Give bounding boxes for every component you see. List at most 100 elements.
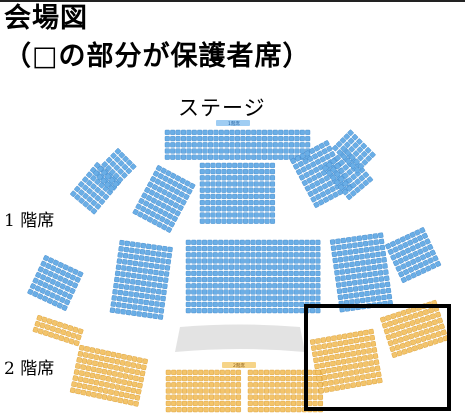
seat: [192, 388, 198, 394]
seat: [404, 341, 411, 348]
seat: [90, 183, 97, 190]
seat: [283, 135, 289, 142]
seat: [153, 192, 160, 199]
seat: [155, 200, 162, 207]
seat: [364, 290, 370, 297]
seat: [431, 319, 438, 326]
seat: [253, 187, 259, 193]
seat: [242, 218, 248, 224]
seat: [261, 239, 267, 246]
seat: [223, 258, 229, 264]
seat: [362, 278, 369, 285]
seat: [234, 308, 240, 314]
seat: [212, 308, 218, 314]
seat: [363, 361, 369, 367]
seat: [425, 334, 432, 341]
seat: [117, 252, 123, 258]
seat: [409, 231, 416, 238]
seat: [199, 187, 205, 193]
seat: [247, 376, 253, 382]
seat: [318, 199, 325, 206]
seat: [224, 148, 230, 154]
seat: [196, 245, 202, 252]
seat: [338, 175, 345, 183]
seat: [354, 178, 361, 185]
seat: [90, 207, 98, 215]
seat: [344, 141, 351, 149]
seat: [399, 342, 406, 349]
seat: [32, 277, 39, 284]
seat: [326, 161, 333, 169]
seat: [358, 175, 365, 182]
seat: [157, 314, 164, 320]
seat: [214, 369, 220, 376]
seat: [215, 187, 221, 193]
seat: [375, 251, 381, 258]
seat: [191, 135, 197, 142]
seat: [69, 387, 76, 394]
seat: [352, 286, 359, 292]
seat: [156, 186, 163, 193]
seat: [46, 297, 53, 305]
seat: [160, 167, 167, 174]
seat: [283, 283, 289, 289]
seat: [341, 281, 347, 288]
seat: [379, 282, 386, 288]
floor2-band: [222, 362, 256, 368]
seat: [218, 308, 224, 314]
seat: [261, 295, 267, 301]
seat: [78, 197, 85, 204]
seat: [377, 270, 384, 276]
seat: [293, 277, 299, 283]
seat: [320, 337, 327, 343]
seat: [126, 355, 133, 361]
seat: [439, 323, 445, 330]
seat: [218, 258, 224, 264]
seat: [324, 361, 331, 368]
seat: [318, 394, 324, 400]
seat: [134, 285, 141, 292]
seat: [315, 239, 321, 246]
seat: [92, 385, 98, 392]
seat: [198, 400, 204, 407]
seat: [256, 289, 262, 295]
seat: [340, 237, 347, 244]
seat: [232, 187, 238, 193]
seat: [210, 218, 216, 224]
seat: [251, 129, 257, 136]
seat: [336, 288, 343, 294]
seat: [207, 283, 213, 289]
seat: [221, 199, 227, 206]
seat: [370, 296, 377, 302]
floor2-far-left-block: [32, 315, 84, 347]
seat: [228, 239, 234, 246]
seat: [76, 357, 82, 363]
seat: [258, 382, 264, 388]
seat: [121, 163, 129, 171]
seat: [389, 346, 396, 353]
seat: [264, 199, 270, 206]
seat: [133, 292, 140, 298]
seat: [141, 192, 148, 199]
seat: [293, 283, 299, 289]
seat: [385, 314, 391, 321]
seat: [192, 376, 198, 382]
seat: [361, 234, 368, 241]
seat: [90, 191, 97, 198]
seat: [316, 150, 323, 157]
seat: [318, 400, 324, 407]
seat: [385, 287, 392, 294]
seat: [230, 382, 236, 388]
seat: [240, 129, 246, 136]
seat: [185, 270, 191, 277]
seat: [262, 148, 268, 154]
seat: [175, 154, 181, 160]
seat: [401, 348, 408, 355]
seat: [288, 258, 294, 264]
seat: [166, 213, 174, 220]
seat: [245, 283, 251, 289]
seat: [293, 301, 299, 308]
seat: [230, 400, 236, 407]
seat: [191, 277, 197, 283]
